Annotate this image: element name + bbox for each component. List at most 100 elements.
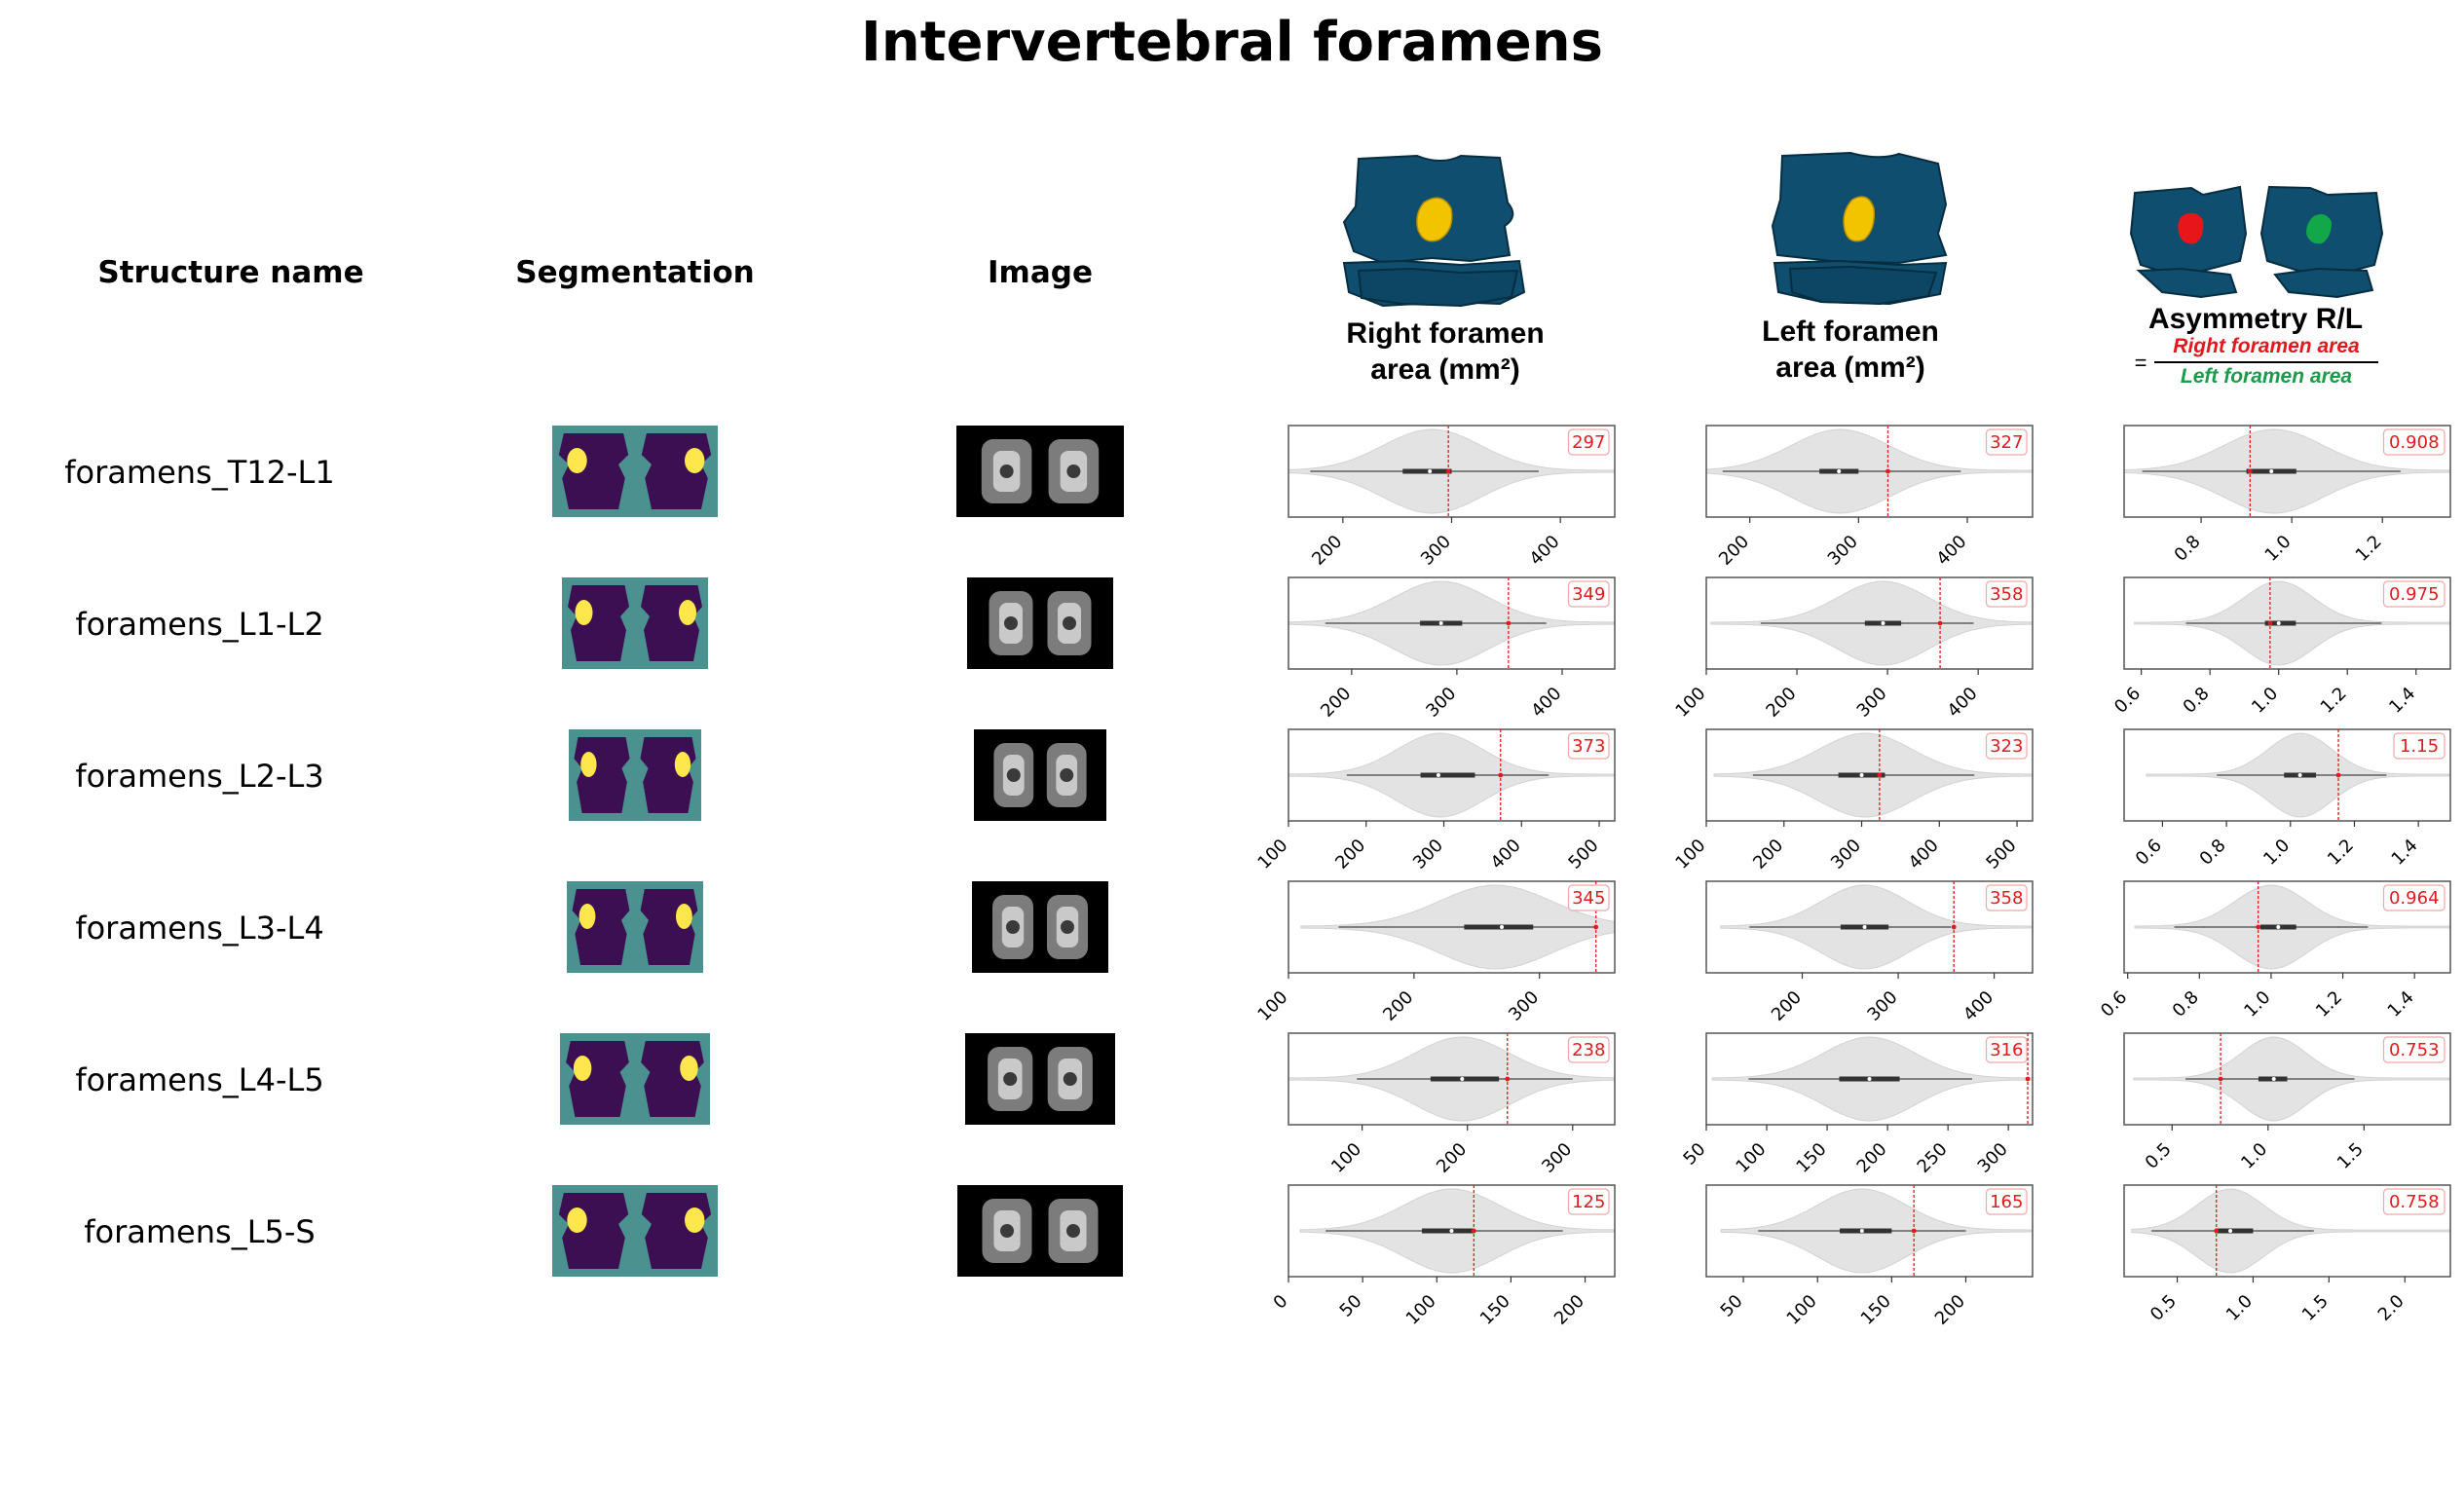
value-marker-dot	[1937, 620, 1943, 626]
tick-label: 200	[1749, 836, 1787, 873]
plot-frame	[1705, 1184, 2034, 1278]
tick-label: 1.2	[2317, 684, 2351, 718]
asym-left-foramen-highlight	[2306, 214, 2332, 244]
header-segmentation: Segmentation	[515, 255, 755, 290]
left-foramen-header: Left foramen area (mm²)	[1762, 151, 1948, 384]
violin-median	[1881, 621, 1885, 625]
value-label: 349	[1572, 584, 1605, 605]
tick-label: 1.0	[2248, 684, 2282, 718]
tick-label: 300	[1853, 684, 1891, 722]
mri-image-thumbnail	[974, 729, 1106, 821]
tick-label: 0.8	[2180, 684, 2214, 718]
violin-median	[2276, 925, 2281, 929]
value-marker-dot	[2256, 924, 2261, 930]
value-label: 373	[1572, 736, 1605, 757]
value-label: 1.15	[2400, 736, 2439, 757]
violin-median	[1428, 469, 1433, 473]
value-label: 327	[1990, 432, 2023, 453]
value-marker-dot	[1505, 1076, 1511, 1082]
mri-image-thumbnail	[967, 577, 1113, 669]
mri-image-thumbnail	[956, 426, 1124, 517]
tick-label: 300	[1863, 987, 1901, 1025]
tick-label: 0.8	[2196, 836, 2230, 870]
violin-median	[1500, 925, 1505, 929]
tick-label: 1.0	[2237, 1139, 2271, 1173]
plot-frame	[1705, 425, 2034, 518]
asym-right-foramen-highlight	[2178, 212, 2204, 244]
tick-label: 200	[1317, 684, 1355, 722]
value-label: 297	[1572, 432, 1605, 453]
tick-label: 100	[1253, 836, 1291, 873]
tick-label: 200	[1550, 1291, 1588, 1329]
plot-frame	[2123, 1184, 2451, 1278]
value-label-box	[2393, 732, 2445, 760]
violin-iqr	[1420, 772, 1475, 778]
value-label-box	[1985, 428, 2028, 456]
tick-label: 300	[1824, 532, 1862, 570]
value-label-box	[2382, 884, 2445, 911]
violin-median	[2276, 621, 2281, 625]
tick-label: 0.6	[2132, 836, 2166, 870]
plot-frame	[2123, 576, 2451, 670]
violin-median	[1837, 469, 1842, 473]
plot-frame	[2123, 880, 2451, 974]
segmentation-thumbnail	[560, 1033, 710, 1125]
value-marker-dot	[2214, 1228, 2220, 1234]
value-label-box	[2382, 580, 2445, 608]
value-marker-dot	[1877, 772, 1883, 778]
value-label-box	[1985, 580, 2028, 608]
tick-label: 200	[1768, 987, 1806, 1025]
row-label: foramens_L1-L2	[75, 606, 323, 643]
mri-image-thumbnail	[957, 1185, 1123, 1277]
value-marker-dot	[1885, 468, 1890, 474]
value-label: 0.758	[2389, 1192, 2440, 1212]
tick-label: 500	[1564, 836, 1602, 873]
tick-label: 300	[1827, 836, 1865, 873]
tick-label: 400	[1527, 684, 1565, 722]
row-label: foramens_L5-S	[84, 1213, 315, 1250]
header-image: Image	[988, 255, 1093, 290]
value-marker-dot	[2025, 1076, 2031, 1082]
tick-label: 300	[1417, 532, 1455, 570]
plot-frame	[1705, 1032, 2034, 1126]
tick-label: 100	[1671, 836, 1709, 873]
value-label-box	[2382, 428, 2445, 456]
tick-label: 0.8	[2169, 987, 2203, 1022]
violin-iqr	[1464, 924, 1534, 930]
row-label: foramens_T12-L1	[64, 454, 334, 491]
value-label: 0.753	[2389, 1040, 2440, 1060]
plot-frame	[1705, 880, 2034, 974]
violin-median	[1859, 1229, 1864, 1233]
tick-label: 100	[1671, 684, 1709, 722]
asymmetry-label: Asymmetry R/L	[2148, 303, 2363, 335]
value-label-box	[1567, 884, 1610, 911]
value-marker-dot	[1911, 1228, 1917, 1234]
violin-median	[2297, 773, 2302, 777]
value-label: 0.908	[2389, 432, 2440, 453]
right-foramen-label-1: Right foramen	[1346, 317, 1544, 350]
value-label-box	[1567, 1036, 1610, 1063]
value-marker-dot	[2247, 468, 2253, 474]
tick-label: 400	[1905, 836, 1943, 873]
tick-label: 150	[1857, 1291, 1895, 1329]
plot-frame	[2123, 1032, 2451, 1126]
tick-label: 100	[1732, 1139, 1770, 1177]
tick-label: 0.5	[2147, 1291, 2181, 1325]
plot-frame	[2123, 728, 2451, 822]
plot-frame	[2123, 425, 2451, 518]
tick-label: 1.2	[2352, 532, 2386, 566]
plot-frame	[1288, 1184, 1616, 1278]
tick-label: 0	[1270, 1291, 1292, 1314]
